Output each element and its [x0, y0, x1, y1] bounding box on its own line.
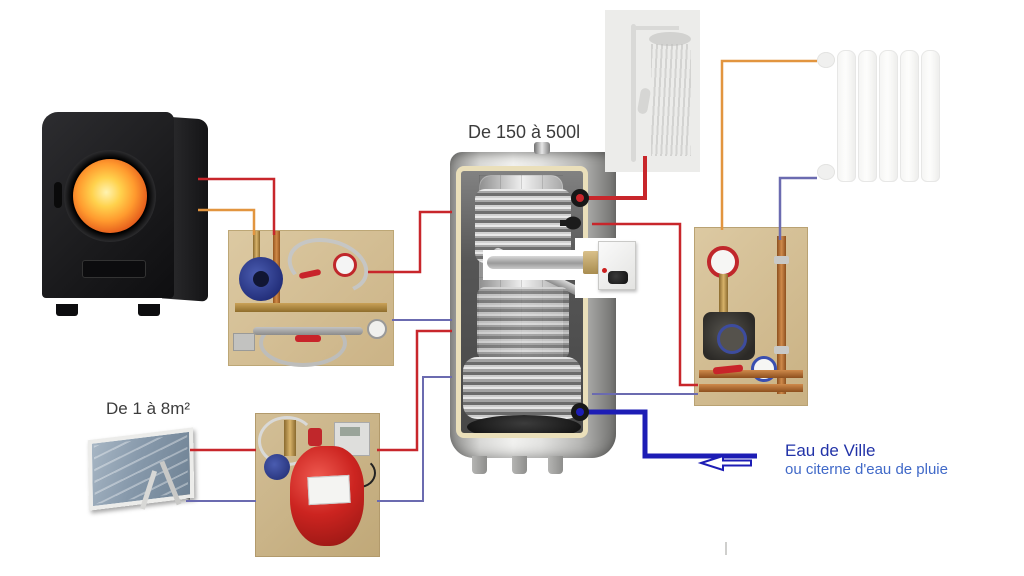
- pipe-radiator-return: [778, 176, 817, 240]
- flex-hose: [259, 319, 347, 367]
- brass-stem: [719, 274, 728, 314]
- fire-window: [73, 159, 147, 233]
- pump-cap: [253, 271, 269, 287]
- water-supply-label-line1: Eau de Ville: [785, 441, 876, 460]
- solar-area-label: De 1 à 8m²: [106, 399, 191, 418]
- copper-pipe-horizontal: [699, 384, 803, 392]
- tank-base: [467, 415, 581, 433]
- shower-rail: [631, 24, 636, 162]
- tank-sensor-stem: [560, 220, 568, 226]
- pipe-fitting: [774, 256, 789, 264]
- pipe-fitting: [774, 346, 789, 354]
- junction-box: [233, 333, 255, 351]
- ash-drawer: [82, 260, 146, 278]
- middle-coil: [477, 287, 569, 359]
- boiler-loading-pump-unit: [228, 229, 394, 367]
- stove-handle: [54, 182, 62, 208]
- valve-handle: [295, 335, 321, 342]
- heater-indicator-light: [602, 268, 607, 273]
- copper-pipe-horizontal: [699, 370, 803, 378]
- shower-head: [649, 32, 691, 46]
- pipe-radiator-flow: [720, 59, 817, 230]
- stove-foot: [56, 304, 78, 316]
- safety-valve: [308, 428, 322, 446]
- tank-foot: [512, 456, 527, 474]
- heater-knob: [608, 271, 628, 284]
- radiator-valve: [817, 164, 835, 180]
- brass-manifold: [235, 303, 387, 312]
- radiator-section: [879, 50, 898, 182]
- solar-pump: [264, 454, 290, 480]
- water-streams: [651, 44, 691, 156]
- safety-group: [284, 420, 296, 456]
- pipe-solar-return-right: [377, 376, 452, 502]
- pipe-tank-to-shower: [580, 156, 647, 200]
- tank-cold-port-core: [576, 408, 584, 416]
- tank-top-fitting: [534, 142, 550, 154]
- copper-riser: [777, 236, 786, 394]
- radiator-section: [921, 50, 940, 182]
- thermometer-gauge: [333, 253, 357, 277]
- combi-buffer-tank-cutaway: [450, 142, 616, 474]
- tank-capacity-label: De 150 à 500l: [468, 122, 581, 142]
- pipe-loading-to-tank-hot: [368, 210, 452, 274]
- pressure-gauge: [367, 319, 387, 339]
- pump-face: [717, 324, 747, 354]
- radiator-section: [837, 50, 856, 182]
- steel-pipe: [253, 327, 363, 335]
- tank-hot-port-core: [576, 194, 584, 202]
- solar-station-expansion-vessel: [255, 413, 380, 557]
- radiator-valve: [817, 52, 835, 68]
- solar-heat-exchanger-coil: [463, 357, 581, 419]
- electric-immersion-heater-element: [487, 256, 587, 269]
- radiator-section: [900, 50, 919, 182]
- pipe-cold-water-main: [580, 409, 757, 459]
- heater-brass-nut: [583, 251, 599, 274]
- pipe-tank-to-heating-hot: [592, 222, 698, 387]
- left-arrow-icon: [697, 454, 752, 472]
- tank-sensor-fitting: [565, 216, 581, 230]
- shower-arm: [631, 26, 679, 30]
- pipe-stove-warm: [198, 208, 256, 235]
- wood-boiler-stove: [42, 112, 208, 316]
- controller-screen: [340, 427, 360, 436]
- pipe-solar-hot-right: [377, 329, 452, 452]
- tank-foot: [472, 456, 487, 474]
- water-supply-label-line2: ou citerne d'eau de pluie: [785, 461, 948, 478]
- small-tick-mark: [725, 542, 727, 555]
- tank-foot: [548, 456, 563, 474]
- stove-foot: [138, 304, 160, 316]
- heating-circuit-pump-group: [694, 227, 808, 406]
- copper-pipe: [253, 231, 260, 261]
- shower: [605, 10, 700, 172]
- pipe-stove-hot: [198, 177, 276, 235]
- radiator-section: [858, 50, 877, 182]
- radiator: [815, 38, 945, 195]
